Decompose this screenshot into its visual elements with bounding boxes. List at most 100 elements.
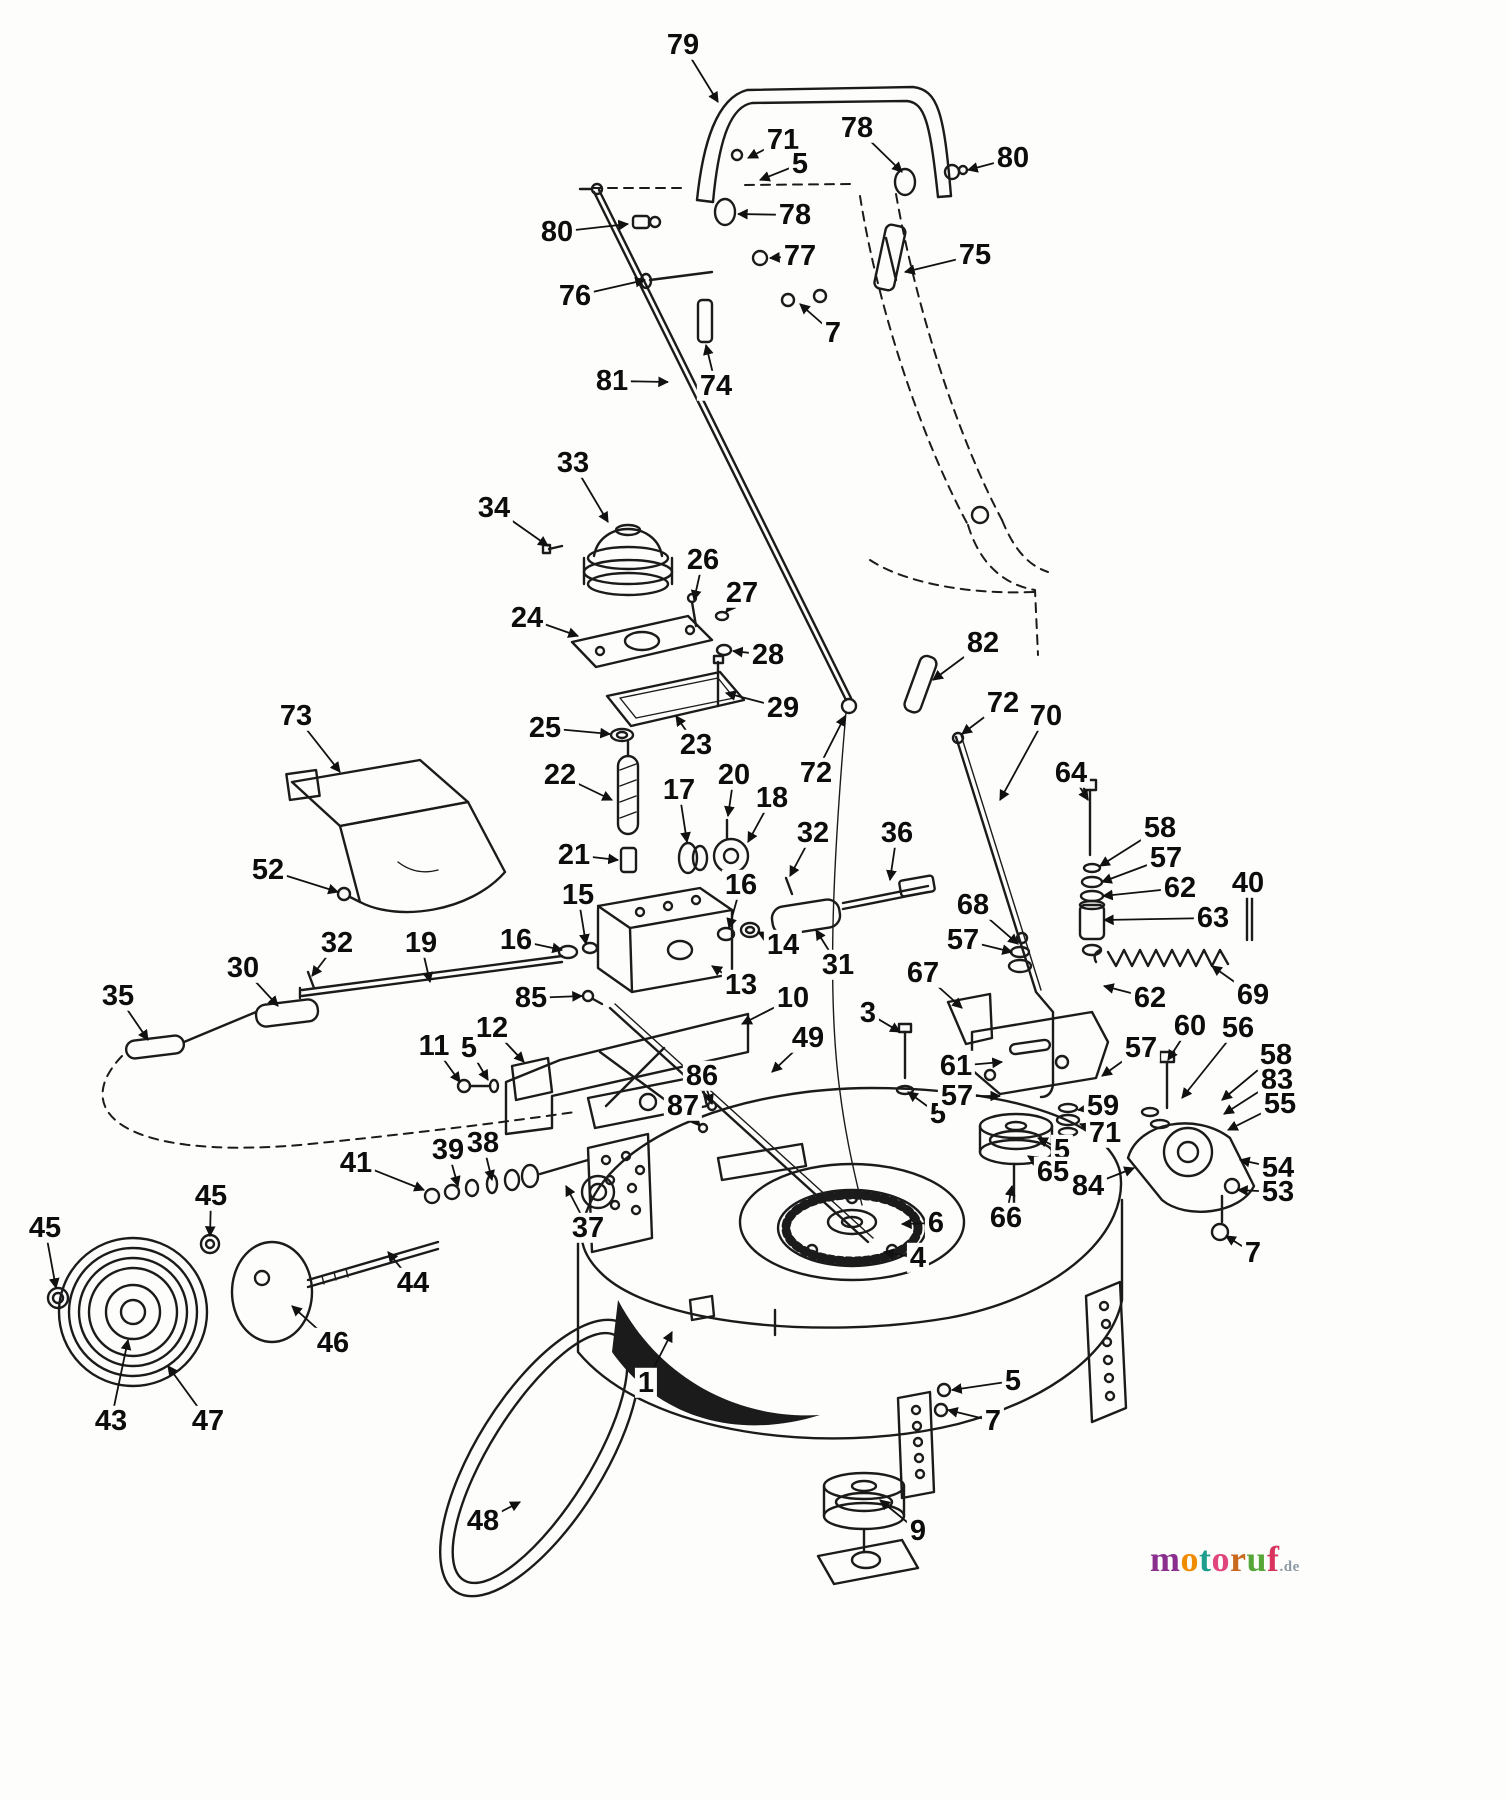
watermark-letter: o xyxy=(1180,1539,1199,1579)
part-label-59: 59 xyxy=(1083,1090,1123,1121)
part-label-57: 57 xyxy=(943,924,983,955)
part-label-74: 74 xyxy=(696,370,736,401)
part-label-70: 70 xyxy=(1026,700,1066,731)
part-label-37: 37 xyxy=(568,1212,608,1243)
part-label-15: 15 xyxy=(558,879,598,910)
part-label-49: 49 xyxy=(788,1022,828,1053)
part-label-60: 60 xyxy=(1170,1010,1210,1041)
part-label-52: 52 xyxy=(248,854,288,885)
part-label-45: 45 xyxy=(25,1212,65,1243)
part-label-46: 46 xyxy=(313,1327,353,1358)
part-label-21: 21 xyxy=(554,839,594,870)
part-label-9: 9 xyxy=(906,1515,930,1546)
part-label-7: 7 xyxy=(1241,1237,1265,1268)
part-label-5: 5 xyxy=(1001,1365,1025,1396)
part-label-24: 24 xyxy=(507,602,547,633)
watermark-letter: f xyxy=(1267,1539,1280,1579)
part-label-29: 29 xyxy=(763,692,803,723)
part-label-47: 47 xyxy=(188,1405,228,1436)
part-label-75: 75 xyxy=(955,239,995,270)
part-label-72: 72 xyxy=(796,757,836,788)
part-label-11: 11 xyxy=(415,1030,453,1061)
part-label-14: 14 xyxy=(763,929,803,960)
part-label-45: 45 xyxy=(191,1180,231,1211)
watermark-letter: u xyxy=(1246,1539,1268,1579)
part-label-87: 87 xyxy=(663,1090,703,1121)
part-label-1: 1 xyxy=(634,1367,658,1398)
part-label-72: 72 xyxy=(983,687,1023,718)
part-label-10: 10 xyxy=(773,982,813,1013)
part-label-67: 67 xyxy=(903,957,943,988)
part-label-53: 53 xyxy=(1258,1176,1298,1207)
part-label-65: 65 xyxy=(1033,1156,1073,1187)
part-label-62: 62 xyxy=(1130,982,1170,1013)
part-label-44: 44 xyxy=(393,1267,433,1298)
part-label-16: 16 xyxy=(721,869,761,900)
part-label-41: 41 xyxy=(336,1147,376,1178)
part-label-43: 43 xyxy=(91,1405,131,1436)
watermark-suffix: .de xyxy=(1279,1559,1300,1575)
part-label-30: 30 xyxy=(223,952,263,983)
part-label-32: 32 xyxy=(793,817,833,848)
part-label-61: 61 xyxy=(936,1050,976,1081)
part-label-69: 69 xyxy=(1233,979,1273,1010)
part-label-40: 40 xyxy=(1228,867,1268,898)
part-label-80: 80 xyxy=(993,142,1033,173)
part-label-68: 68 xyxy=(953,889,993,920)
part-label-63: 63 xyxy=(1193,902,1233,933)
part-label-13: 13 xyxy=(721,969,761,1000)
part-label-6: 6 xyxy=(924,1207,948,1238)
part-label-38: 38 xyxy=(463,1127,503,1158)
part-label-57: 57 xyxy=(1121,1032,1161,1063)
part-label-4: 4 xyxy=(906,1242,930,1273)
part-label-77: 77 xyxy=(780,240,820,271)
part-label-86: 86 xyxy=(682,1060,722,1091)
part-label-12: 12 xyxy=(472,1012,512,1043)
part-label-36: 36 xyxy=(877,817,917,848)
part-label-18: 18 xyxy=(752,782,792,813)
part-label-55: 55 xyxy=(1260,1088,1300,1119)
part-label-23: 23 xyxy=(676,729,716,760)
part-label-71: 71 xyxy=(1085,1117,1125,1148)
part-label-7: 7 xyxy=(821,317,845,348)
part-label-80: 80 xyxy=(537,216,577,247)
watermark-text: motoruf xyxy=(1150,1539,1280,1579)
part-label-66: 66 xyxy=(986,1202,1026,1233)
part-label-85: 85 xyxy=(511,982,551,1013)
watermark-letter: o xyxy=(1211,1539,1230,1579)
watermark-link[interactable]: motoruf.de xyxy=(1150,1538,1300,1580)
part-label-81: 81 xyxy=(592,365,632,396)
part-label-64: 64 xyxy=(1051,757,1091,788)
part-label-48: 48 xyxy=(463,1505,503,1536)
handle-bar xyxy=(695,85,953,202)
part-label-78: 78 xyxy=(837,112,877,143)
part-label-57: 57 xyxy=(937,1080,977,1111)
part-label-62: 62 xyxy=(1160,872,1200,903)
part-label-32: 32 xyxy=(317,927,357,958)
part-label-78: 78 xyxy=(775,199,815,230)
part-label-82: 82 xyxy=(963,627,1003,658)
watermark-letter: r xyxy=(1230,1539,1247,1579)
part-label-3: 3 xyxy=(856,997,880,1028)
part-label-33: 33 xyxy=(553,447,593,478)
part-label-26: 26 xyxy=(683,544,723,575)
part-label-5: 5 xyxy=(788,148,812,179)
part-label-84: 84 xyxy=(1068,1170,1108,1201)
part-label-34: 34 xyxy=(474,492,514,523)
part-label-57: 57 xyxy=(1146,842,1186,873)
part-label-7: 7 xyxy=(981,1405,1005,1436)
part-label-27: 27 xyxy=(722,577,762,608)
part-label-22: 22 xyxy=(540,759,580,790)
part-label-76: 76 xyxy=(555,280,595,311)
part-label-20: 20 xyxy=(714,759,754,790)
part-label-19: 19 xyxy=(401,927,441,958)
part-label-73: 73 xyxy=(276,700,316,731)
part-label-16: 16 xyxy=(496,924,536,955)
part-label-17: 17 xyxy=(659,774,699,805)
part-label-39: 39 xyxy=(428,1134,468,1165)
part-label-58: 58 xyxy=(1140,812,1180,843)
part-label-79: 79 xyxy=(663,29,703,60)
